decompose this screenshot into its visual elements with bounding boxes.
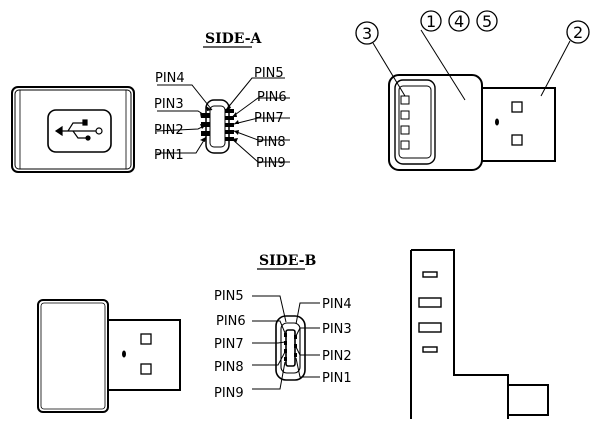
side-a-pin8-label: PIN8	[256, 135, 286, 150]
adapter-side-profile	[410, 249, 549, 419]
side-b-pin8-label: PIN8	[214, 360, 244, 375]
side-a-pin9-label: PIN9	[256, 156, 286, 171]
side-a-pin6-label: PIN6	[257, 90, 287, 105]
side-b-pin6-label: PIN6	[216, 314, 246, 329]
side-a-pinout: PIN4 PIN3 PIN2 PIN1 PIN5 PIN6 PIN7 PIN8 …	[154, 66, 290, 171]
callout-2: 2	[573, 23, 583, 42]
side-a-pin3-label: PIN3	[154, 97, 184, 112]
side-b-pin7-label: PIN7	[214, 337, 244, 352]
callout-5: 5	[482, 12, 492, 31]
callout-1: 1	[426, 12, 436, 31]
usb-a-plug-side-view	[37, 299, 181, 413]
usb-symbol-icon	[54, 119, 103, 141]
callout-4: 4	[454, 12, 464, 31]
side-b-heading: SIDE-B	[259, 253, 317, 269]
side-b-pin4-label: PIN4	[322, 297, 352, 312]
side-b-pin5-label: PIN5	[214, 289, 244, 304]
side-a-pin4-label: PIN4	[155, 71, 185, 86]
adapter-top-view: 3 1 4 5 2	[355, 10, 590, 171]
side-b-pin1-label: PIN1	[322, 371, 352, 386]
side-a-pin5-label: PIN5	[254, 66, 284, 81]
side-a-heading: SIDE-A	[205, 31, 263, 47]
side-b-pin9-label: PIN9	[214, 386, 244, 401]
usb-a-receptacle-face	[11, 86, 135, 173]
side-b-pin2-label: PIN2	[322, 349, 352, 364]
side-a-pin2-label: PIN2	[154, 123, 184, 138]
side-b-pin3-label: PIN3	[322, 322, 352, 337]
side-a-pin1-label: PIN1	[154, 148, 184, 163]
side-a-pin7-label: PIN7	[254, 111, 284, 126]
callout-3: 3	[362, 24, 372, 43]
side-b-pinout: PIN5 PIN6 PIN7 PIN8 PIN9 PIN4 PIN3 PIN2 …	[214, 289, 352, 401]
